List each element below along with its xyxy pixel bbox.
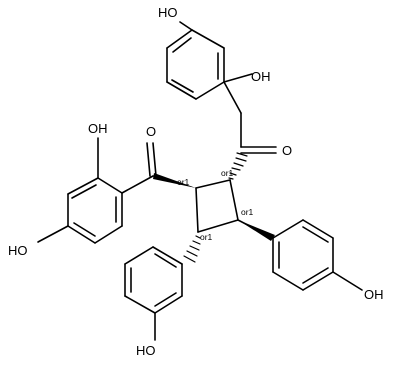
carbonyl-oxygen-right: O: [282, 143, 292, 158]
stereo-labels: or1 or1 or1 or1: [177, 168, 254, 242]
hashed-bonds: [183, 152, 248, 263]
stereo-label-c3: or1: [241, 207, 254, 217]
wedge-bonds: [153, 173, 275, 241]
atom-labels: HO OH O OH O HO OH HO: [8, 5, 384, 358]
stereo-label-c2: or1: [177, 177, 190, 187]
oh-label-left-top: OH: [88, 121, 108, 136]
stereo-label-c1: or1: [221, 168, 234, 178]
stereo-label-c4: or1: [200, 232, 213, 242]
oh-label-bottom: HO: [136, 343, 156, 358]
oh-label-left-bottom: HO: [8, 243, 28, 258]
oh-label-top-left: HO: [158, 5, 178, 20]
carbonyl-oxygen-left: O: [146, 124, 156, 139]
oh-label-top-right: OH: [251, 69, 271, 84]
oh-label-right-bottom: OH: [364, 287, 384, 302]
bonds: [37, 21, 363, 341]
